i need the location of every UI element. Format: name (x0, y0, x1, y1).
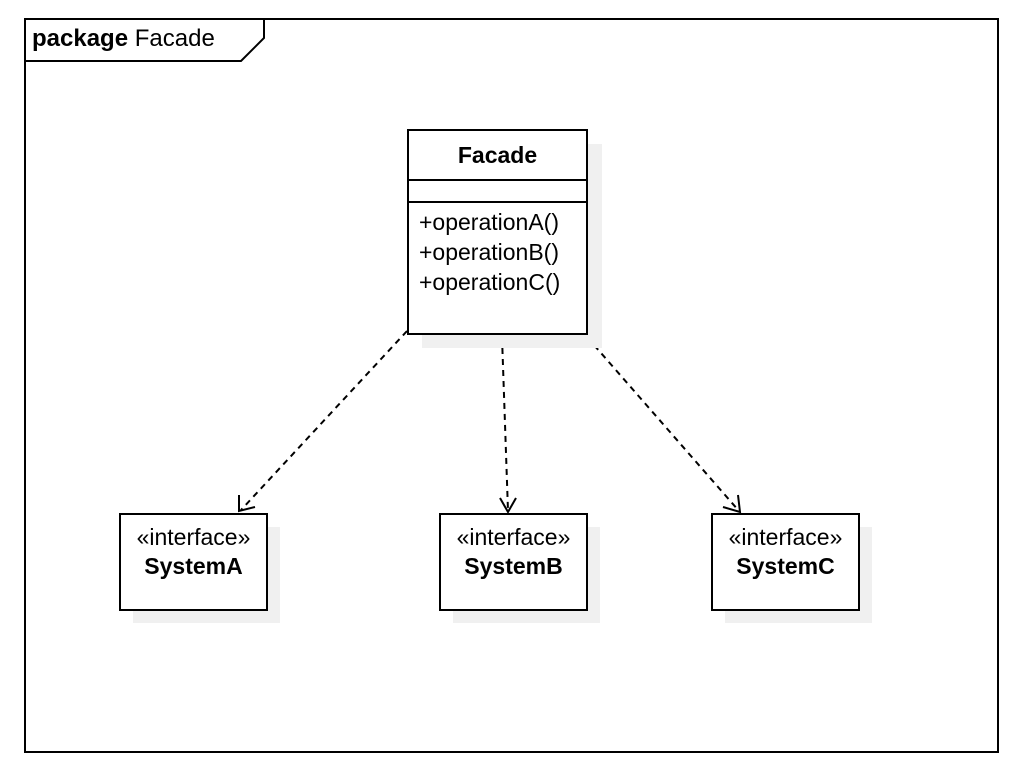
facade-class-box[interactable]: Facade +operationA() +operationB() +oper… (407, 129, 588, 335)
package-frame (24, 18, 999, 753)
system-b-name: SystemB (464, 553, 563, 579)
dependency-line-system-a (240, 330, 408, 511)
package-name: Facade (134, 25, 215, 52)
system-c-interface-box[interactable]: «interface» SystemC (711, 513, 860, 611)
facade-class-name: Facade (457, 142, 538, 168)
package-label: package Facade (32, 24, 215, 54)
dependency-line-system-c (586, 336, 740, 512)
package-keyword: package (32, 25, 129, 52)
dependency-line-system-b (501, 336, 509, 512)
dependency-arrowhead-system-c (722, 494, 742, 514)
system-b-stereotype: «interface» (456, 524, 571, 550)
system-c-name: SystemC (736, 553, 835, 579)
dependency-arrowhead-system-b (499, 497, 517, 515)
package-tab-outline (24, 18, 265, 62)
system-c-stereotype: «interface» (728, 524, 843, 550)
system-a-stereotype: «interface» (136, 524, 251, 550)
attributes-compartment-divider (409, 179, 586, 181)
operations-compartment-divider (409, 201, 586, 203)
dependency-arrowhead-system-a (238, 495, 256, 513)
operation-a: +operationA() (419, 209, 559, 235)
system-b-interface-box[interactable]: «interface» SystemB (439, 513, 588, 611)
system-a-interface-box[interactable]: «interface» SystemA (119, 513, 268, 611)
operation-c: +operationC() (419, 269, 561, 295)
system-a-name: SystemA (144, 553, 243, 579)
operation-b: +operationB() (419, 239, 559, 265)
